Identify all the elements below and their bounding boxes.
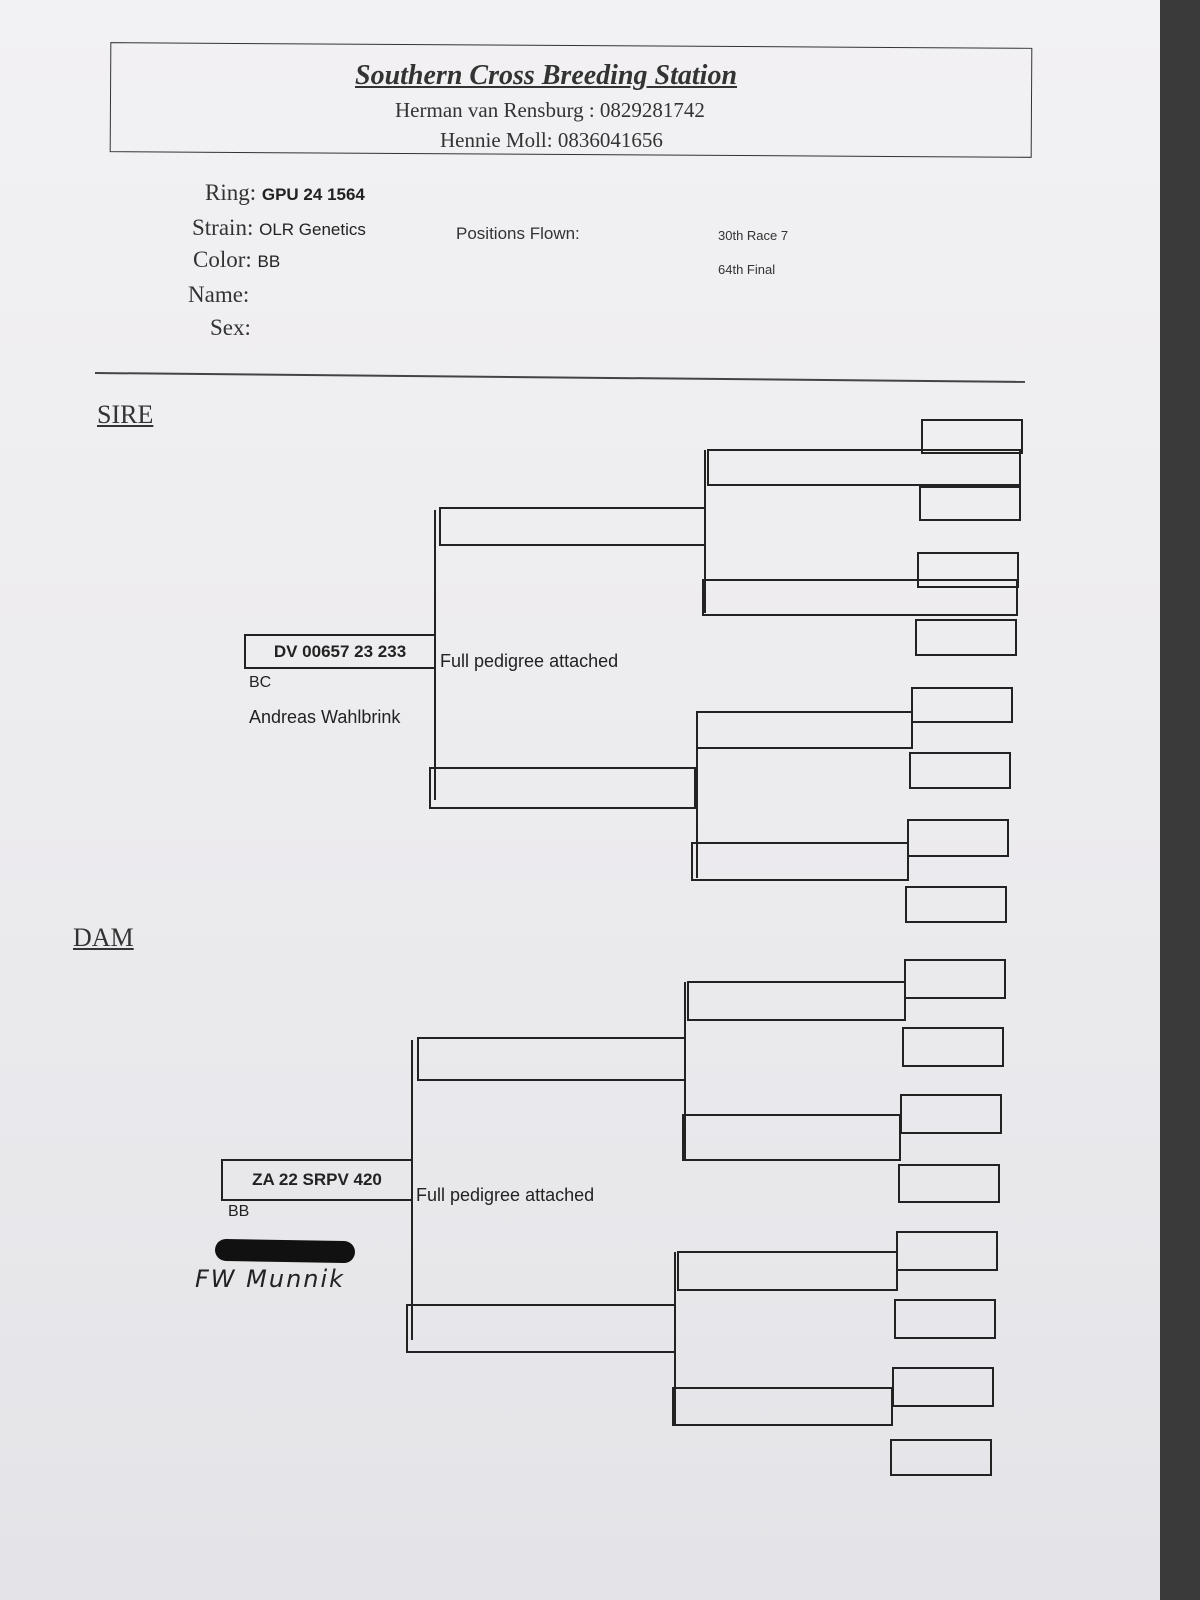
ring-value: GPU 24 1564 — [261, 185, 365, 204]
sire-color: BC — [249, 674, 272, 691]
color-label: Color: — [193, 247, 252, 272]
ring-row: Ring: GPU 24 1564 — [205, 180, 365, 206]
dam-breeder-handwritten: FW Munnik — [195, 1265, 346, 1293]
dam-color: BB — [228, 1203, 250, 1220]
dam-heading: DAM — [73, 923, 134, 952]
dam-ring: ZA 22 SRPV 420 — [252, 1170, 382, 1189]
strain-value: OLR Genetics — [259, 220, 366, 239]
dam-pedigree-note: Full pedigree attached — [416, 1185, 595, 1205]
contact-2: Hennie Moll: 0836041656 — [440, 128, 663, 152]
pedigree-brackets — [221, 419, 1023, 1476]
station-title: Southern Cross Breeding Station — [355, 60, 738, 91]
color-value: BB — [257, 252, 281, 271]
sire-pedigree-note: Full pedigree attached — [440, 651, 619, 671]
sire-ring: DV 00657 23 233 — [273, 642, 407, 661]
sire-breeder: Andreas Wahlbrink — [249, 707, 401, 727]
pedigree-sheet: Southern Cross Breeding Station Herman v… — [0, 0, 1160, 1600]
name-label: Name: — [188, 282, 250, 307]
contact-1: Herman van Rensburg : 0829281742 — [395, 98, 705, 122]
position-1: 30th Race 7 — [718, 228, 789, 243]
sire-heading: SIRE — [97, 400, 154, 429]
ring-label: Ring: — [205, 180, 257, 205]
positions-flown-label: Positions Flown: — [456, 224, 580, 243]
strain-row: Strain: OLR Genetics — [192, 215, 366, 241]
position-2: 64th Final — [718, 262, 776, 277]
color-row: Color: BB — [193, 247, 280, 273]
redaction-mark — [214, 1238, 356, 1264]
sex-label: Sex: — [210, 315, 251, 340]
strain-label: Strain: — [192, 215, 254, 240]
